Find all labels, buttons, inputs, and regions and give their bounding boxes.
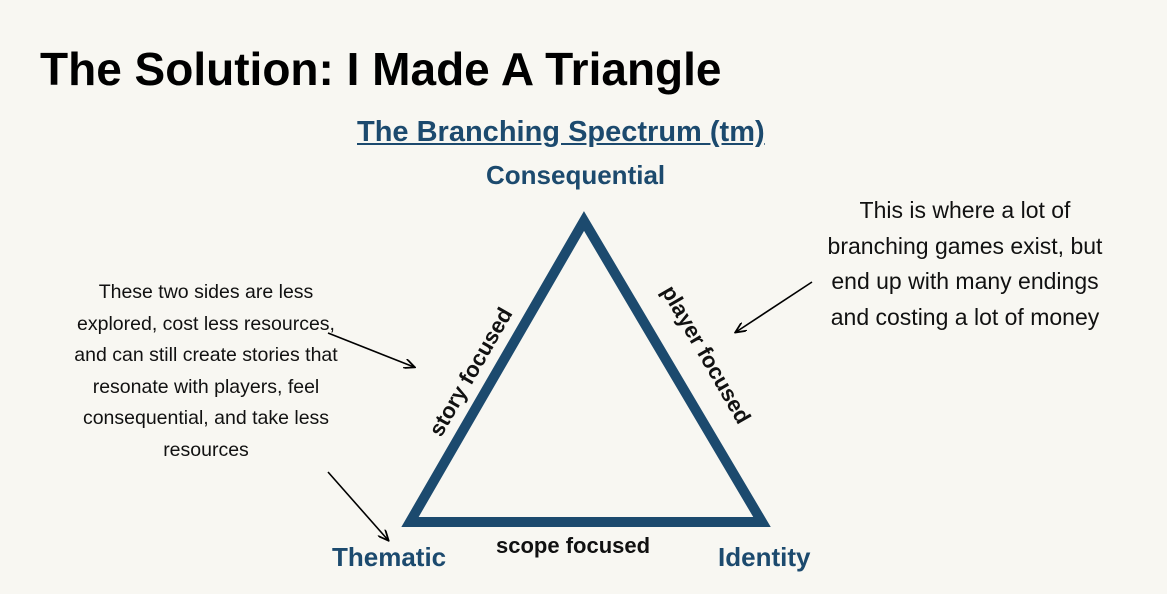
arrow-to-thematic [327,471,388,540]
left-annotation: These two sides are less explored, cost … [74,281,338,461]
arrow-to-player-side [736,281,813,332]
vertex-label-consequential: Consequential [486,160,666,190]
side-label-player-focused: player focused [657,281,756,428]
vertex-label-thematic: Thematic [332,542,447,572]
vertex-label-identity: Identity [718,542,811,572]
side-label-scope-focused: scope focused [496,533,650,558]
diagram-subtitle: The Branching Spectrum (tm) [357,116,765,148]
slide-title: The Solution: I Made A Triangle [40,43,722,95]
arrow-to-story-side [327,332,414,367]
spectrum-triangle [401,211,771,527]
right-annotation: This is where a lot of branching games e… [827,197,1103,330]
